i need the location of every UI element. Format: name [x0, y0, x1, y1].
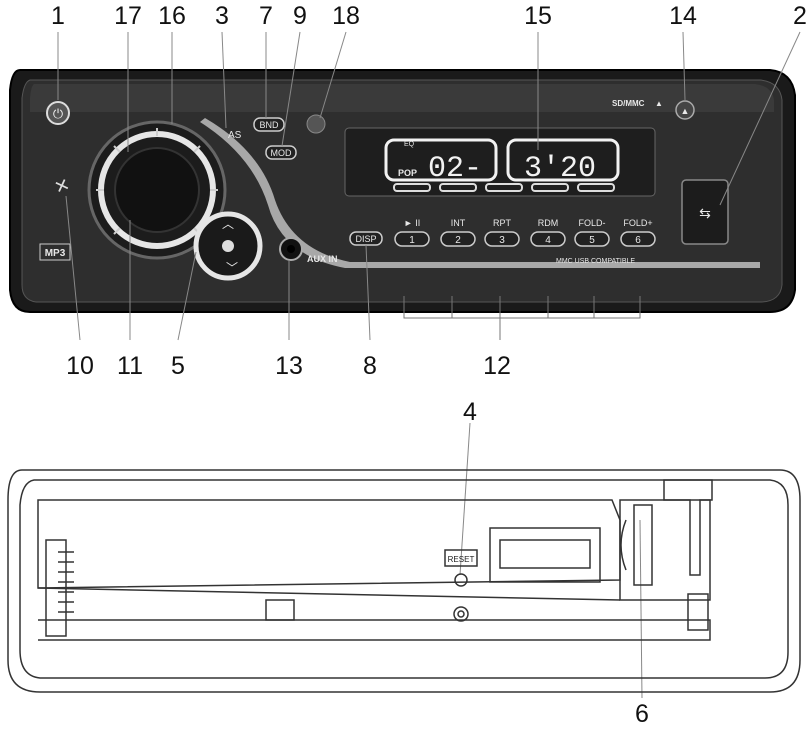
- display-left-digits: 02-: [428, 152, 482, 186]
- preset-buttons: 1 ► II 2 INT 3 RPT 4 RDM 5 FOLD- 6 FOLD+: [394, 218, 656, 247]
- callout-number: 4: [463, 398, 477, 426]
- reset-button[interactable]: [454, 573, 468, 587]
- faceplate-sheen: [30, 84, 774, 112]
- card-slot-clip: [620, 519, 627, 571]
- card-slot-bracket: [633, 504, 653, 586]
- callout-number: 18: [332, 2, 360, 30]
- aux-jack-hole: [287, 245, 295, 253]
- eject-icon: ▲: [681, 106, 690, 116]
- preset-function-label: ► II: [404, 218, 420, 228]
- back-deck-bottom: [38, 619, 711, 641]
- preset-function-label: RDM: [538, 218, 559, 228]
- display-bars: [393, 183, 615, 192]
- band-button[interactable]: [253, 117, 285, 132]
- enter-button[interactable]: [222, 240, 234, 252]
- callout-number: 3: [215, 2, 229, 30]
- reset-label: RESET: [448, 555, 475, 564]
- right-mechanism: [663, 479, 713, 576]
- preset-number: 6: [635, 235, 641, 246]
- mp3-logo-text: MP3: [45, 248, 66, 259]
- preset-function-label: FOLD+: [623, 218, 652, 228]
- screw-hole: [453, 606, 469, 622]
- preset-number: 3: [499, 235, 505, 246]
- back-panel: [7, 469, 801, 693]
- back-rail: [37, 587, 621, 601]
- callout-number: 17: [114, 2, 142, 30]
- left-connector: [45, 539, 67, 637]
- back-outer-frame: [7, 469, 801, 693]
- display-eq: EQ: [404, 141, 415, 148]
- connector-block-inner: [499, 539, 591, 569]
- callout-number: 12: [483, 352, 511, 380]
- preset-function-label: RPT: [493, 218, 512, 228]
- aux-label: AUX IN: [307, 254, 338, 264]
- preset-number: 4: [545, 235, 551, 246]
- power-button[interactable]: [46, 101, 70, 125]
- mute-icon[interactable]: ✕: [51, 174, 72, 198]
- connector-block: [489, 527, 601, 583]
- mp3-logo: [39, 243, 71, 261]
- nav-up-icon[interactable]: ︿: [222, 217, 234, 231]
- left-connector-teeth: [58, 551, 74, 613]
- callout-number: 6: [635, 700, 649, 728]
- mod-button-label: MOD: [271, 148, 292, 158]
- callout-number: 14: [669, 2, 697, 30]
- square-slot: [265, 599, 295, 621]
- preset-number: 2: [455, 235, 461, 246]
- sd-mmc-label: SD/MMC: [612, 99, 645, 108]
- volume-knob[interactable]: [114, 147, 200, 233]
- preset-number: 1: [409, 235, 415, 246]
- ir-sensor: [306, 114, 326, 134]
- callout-number: 2: [793, 2, 807, 30]
- mod-button[interactable]: [265, 145, 297, 160]
- eject-button[interactable]: [675, 100, 695, 120]
- preset-callout-bracket: [403, 296, 641, 319]
- usb-icon: ⇆: [699, 205, 711, 221]
- display-segment-left: [384, 138, 498, 182]
- display-tag: POP: [398, 168, 417, 178]
- preset-button-5[interactable]: [574, 231, 610, 247]
- preset-number: 5: [589, 235, 595, 246]
- display-right-digits: 3'20: [524, 152, 596, 186]
- callout-number: 1: [51, 2, 65, 30]
- right-mechanism-box: [687, 593, 709, 631]
- callout-number: 5: [171, 352, 185, 380]
- front-panel: ⏻ ✕ MP3 AS BND MOD ︿ ﹀: [9, 69, 796, 313]
- preset-button-2[interactable]: [440, 231, 476, 247]
- callout-number: 8: [363, 352, 377, 380]
- band-button-label: BND: [259, 120, 279, 130]
- nav-down-icon[interactable]: ﹀: [226, 261, 238, 275]
- leader-lines: [57, 31, 801, 699]
- preset-button-3[interactable]: [484, 231, 520, 247]
- back-deck-top: [37, 499, 621, 589]
- callout-number: 15: [524, 2, 552, 30]
- reset-label-box: [444, 549, 478, 567]
- callout-number: 9: [293, 2, 307, 30]
- callout-number: 11: [117, 352, 143, 380]
- preset-bracket-stems: [451, 296, 595, 340]
- callout-number: 10: [66, 352, 94, 380]
- display-segment-right: [506, 138, 620, 182]
- preset-button-6[interactable]: [620, 231, 656, 247]
- preset-button-1[interactable]: [394, 231, 430, 247]
- usb-compatible-text: MMC USB COMPATIBLE: [556, 258, 635, 265]
- callout-number: 13: [275, 352, 303, 380]
- lcd-display: [344, 127, 656, 197]
- usb-port-cover[interactable]: [681, 179, 729, 245]
- back-inner-frame: [19, 479, 789, 679]
- disp-button-label: DISP: [355, 234, 376, 244]
- callout-number: 7: [259, 2, 273, 30]
- preset-function-label: INT: [451, 218, 466, 228]
- screw-hole-inner: [457, 610, 465, 618]
- callouts-back: 46: [463, 398, 649, 728]
- callout-number: 16: [158, 2, 186, 30]
- power-icon: ⏻: [53, 106, 63, 121]
- preset-function-label: FOLD-: [579, 218, 606, 228]
- preset-button-4[interactable]: [530, 231, 566, 247]
- sd-eject-arrow: ▲: [655, 99, 663, 108]
- as-button-label[interactable]: AS: [228, 130, 242, 141]
